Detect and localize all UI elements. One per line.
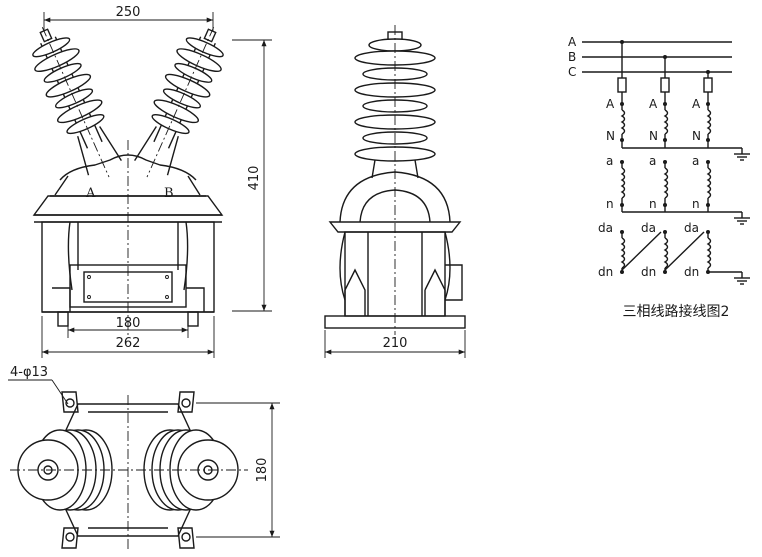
right-insulator <box>134 27 224 178</box>
left-insulator <box>32 27 122 178</box>
dim-height: 410 <box>247 166 262 191</box>
residual-dn-label-2: dn <box>641 265 656 279</box>
secondary-a-label-1: a <box>606 154 613 168</box>
secondary-a-label-3: a <box>692 154 699 168</box>
primary-n-label-2: N <box>649 129 658 143</box>
wiring-diagram-title: 三相线路接线图2 <box>623 303 730 320</box>
primary-a-label-2: A <box>649 97 658 111</box>
dim-top-width: 250 <box>116 5 141 20</box>
dim-base-width: 262 <box>116 336 141 351</box>
residual-coils <box>620 231 712 271</box>
wiring-diagram: A B C A A A N N N <box>568 35 750 320</box>
secondary-n-label-1: n <box>606 197 614 211</box>
secondary-n-label-3: n <box>692 197 700 211</box>
primary-n-label-3: N <box>692 129 701 143</box>
bus-label-c: C <box>568 65 576 79</box>
dim-top-depth: 180 <box>255 458 270 483</box>
secondary-a-label-2: a <box>649 154 656 168</box>
secondary-coils <box>620 167 712 199</box>
bus-label-a: A <box>568 35 577 49</box>
top-view: 4-φ13 <box>8 365 280 550</box>
dim-inner-width: 180 <box>116 316 141 331</box>
primary-a-label-3: A <box>692 97 701 111</box>
secondary-n-label-2: n <box>649 197 657 211</box>
primary-n-label-1: N <box>606 129 615 143</box>
residual-da-label-3: da <box>684 221 699 235</box>
residual-da-label-1: da <box>598 221 613 235</box>
side-view: 210 <box>324 25 466 358</box>
front-view: 250 410 <box>32 5 272 358</box>
dim-side-width: 210 <box>383 336 408 351</box>
hole-spec-label: 4-φ13 <box>10 365 48 380</box>
residual-dn-label-3: dn <box>684 265 699 279</box>
residual-da-label-2: da <box>641 221 656 235</box>
residual-dn-label-1: dn <box>598 265 613 279</box>
terminal-a-label: A <box>85 186 96 201</box>
terminal-b-label: B <box>164 186 174 201</box>
primary-a-label-1: A <box>606 97 615 111</box>
bus-label-b: B <box>568 50 576 64</box>
